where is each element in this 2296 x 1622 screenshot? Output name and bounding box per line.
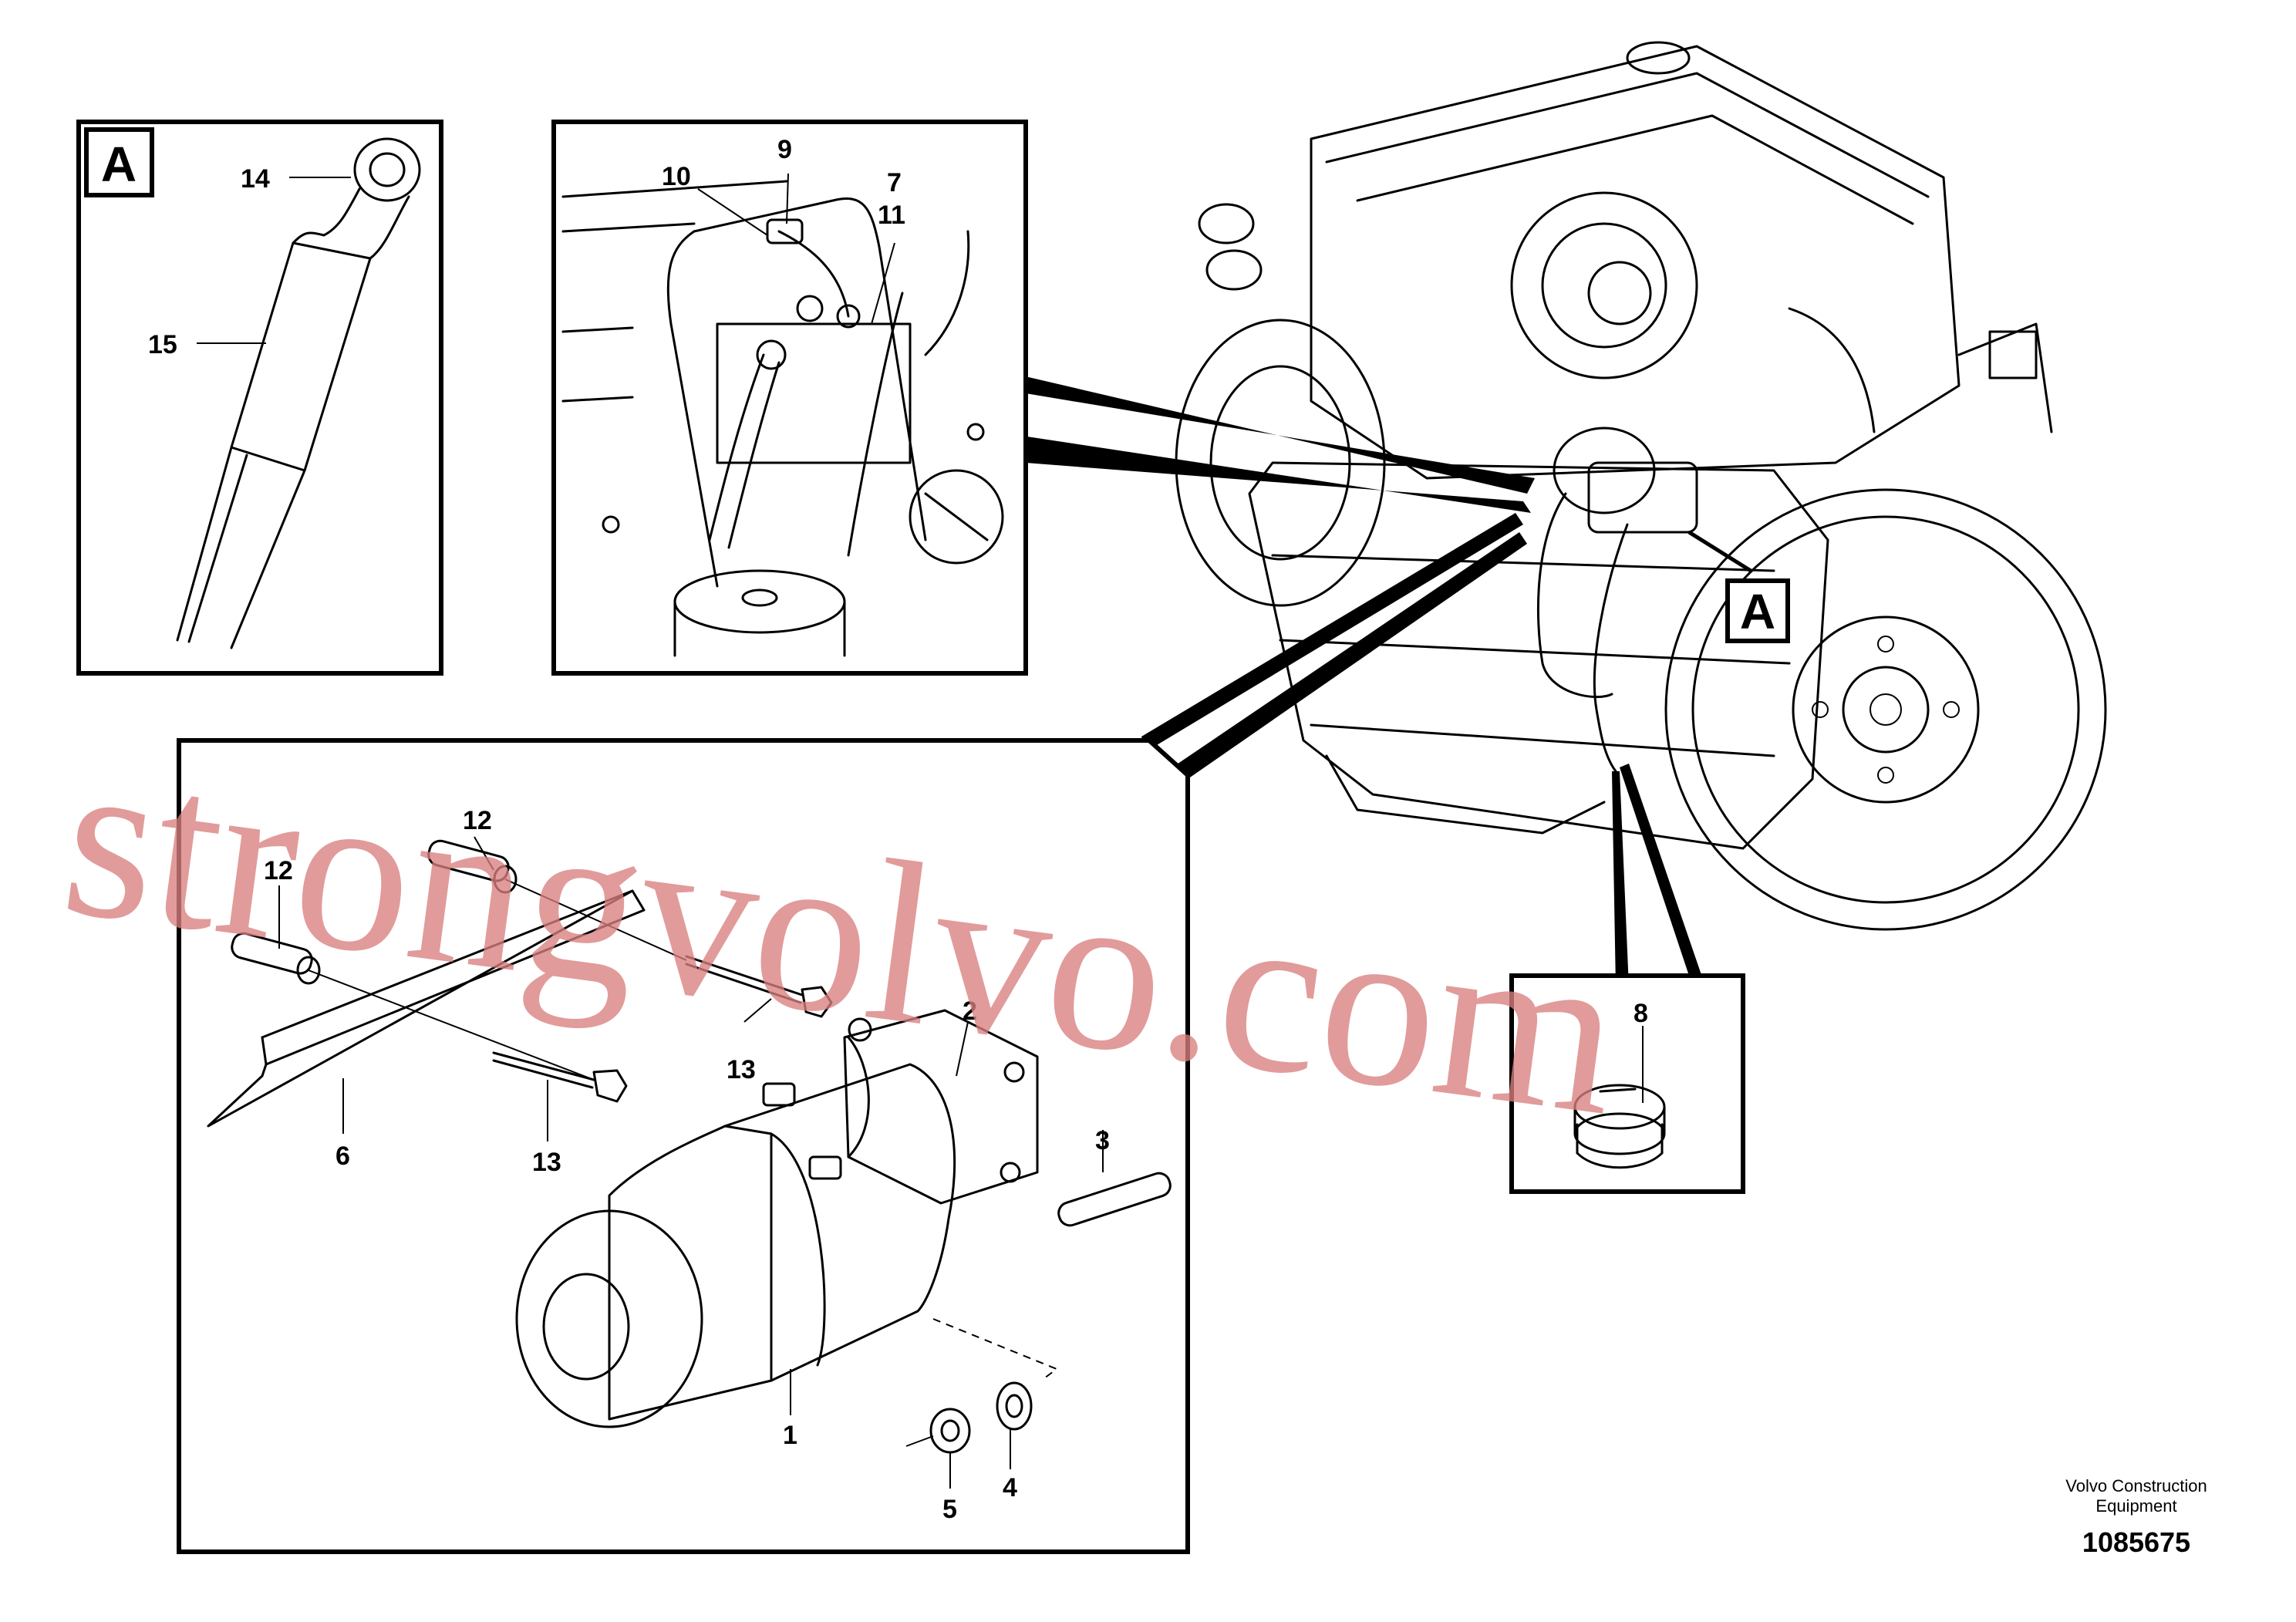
leader-wiring-lower (1022, 436, 1531, 513)
detail-plug-frame (1509, 973, 1745, 1194)
engine-illustration (1175, 41, 2107, 931)
company-name-line1: Volvo Construction (2065, 1476, 2207, 1496)
callout-13-right: 13 (727, 1055, 756, 1084)
callout-11: 11 (878, 201, 905, 230)
callout-8: 8 (1633, 999, 1648, 1028)
callout-7: 7 (887, 168, 902, 197)
callout-2: 2 (963, 996, 977, 1026)
detail-a-letter: A (101, 137, 137, 192)
callout-9: 9 (777, 135, 792, 164)
callout-5: 5 (942, 1495, 957, 1524)
callout-6: 6 (335, 1141, 350, 1171)
company-name-line2: Equipment (2095, 1496, 2176, 1516)
engine-marker-a: A (1725, 578, 1790, 643)
detail-leaders (999, 370, 1752, 999)
callout-10: 10 (662, 162, 691, 191)
callout-1: 1 (783, 1421, 797, 1450)
detail-starter-frame (177, 738, 1190, 1554)
callout-4: 4 (1003, 1473, 1017, 1502)
leader-plug-right (1620, 764, 1708, 999)
leader-starter-upper (1141, 513, 1523, 752)
callout-12-upper: 12 (463, 806, 492, 835)
leader-plug-left (1612, 771, 1629, 987)
callout-3: 3 (1095, 1126, 1110, 1155)
detail-wiring-frame (551, 120, 1028, 676)
callout-12-lower: 12 (264, 856, 293, 885)
engine-marker-letter: A (1740, 584, 1775, 639)
leader-wiring-upper (999, 370, 1535, 494)
callout-13-left: 13 (532, 1148, 561, 1177)
drawing-number: 1085675 (2082, 1526, 2190, 1558)
leader-starter-lower (1172, 532, 1527, 779)
callout-15: 15 (148, 330, 177, 359)
detail-a-frame: A (76, 120, 443, 676)
callout-14: 14 (241, 164, 270, 194)
